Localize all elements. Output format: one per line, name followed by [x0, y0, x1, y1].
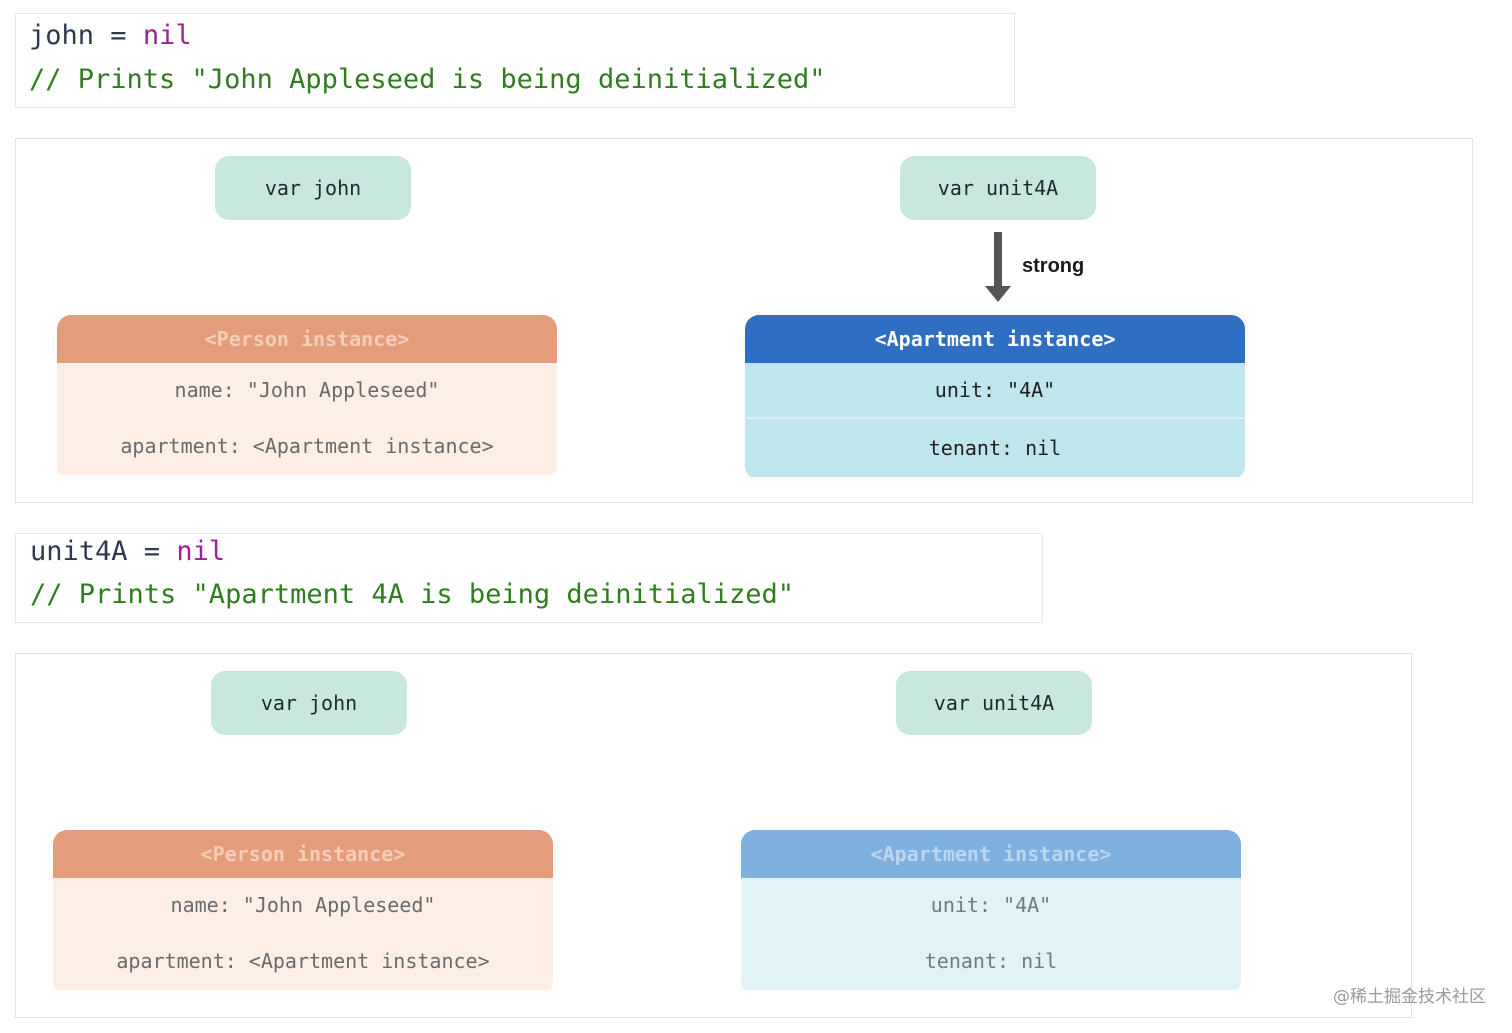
strong-reference-arrow: [985, 232, 1011, 302]
code-snippet-1: john = nil // Prints "John Appleseed is …: [15, 13, 1015, 108]
code-nil-keyword: nil: [142, 20, 192, 51]
apartment-instance-body: unit: "4A" tenant: nil: [745, 363, 1245, 477]
var-unit4a-pill: var unit4A: [896, 671, 1092, 735]
strong-reference-label: strong: [1022, 255, 1085, 277]
apartment-unit-field: unit: "4A": [930, 893, 1052, 917]
person-instance-box: <Person instance> name: "John Appleseed"…: [53, 830, 553, 995]
code-operator: =: [127, 536, 177, 567]
person-instance-body: name: "John Appleseed" apartment: <Apart…: [53, 878, 553, 990]
apartment-instance-title: <Apartment instance>: [741, 830, 1241, 878]
person-apartment-field: apartment: <Apartment instance>: [120, 434, 494, 458]
apartment-instance-box: <Apartment instance> unit: "4A" tenant: …: [745, 315, 1245, 480]
apartment-unit-field: unit: "4A": [745, 363, 1245, 419]
person-instance-body: name: "John Appleseed" apartment: <Apart…: [57, 363, 557, 475]
apartment-instance-box-deallocated: <Apartment instance> unit: "4A" tenant: …: [741, 830, 1241, 995]
var-john-pill: var john: [211, 671, 407, 735]
person-instance-title: <Person instance>: [57, 315, 557, 363]
person-instance-box: <Person instance> name: "John Appleseed"…: [57, 315, 557, 480]
code-comment: // Prints "Apartment 4A is being deiniti…: [30, 579, 795, 610]
apartment-instance-body: unit: "4A" tenant: nil: [741, 878, 1241, 990]
code-operator: =: [94, 20, 143, 51]
apartment-tenant-field: tenant: nil: [924, 949, 1058, 973]
var-john-pill: var john: [215, 156, 411, 220]
person-instance-title: <Person instance>: [53, 830, 553, 878]
person-apartment-field: apartment: <Apartment instance>: [116, 949, 490, 973]
person-name-field: name: "John Appleseed": [170, 893, 436, 917]
apartment-tenant-field: tenant: nil: [928, 436, 1062, 460]
code-target: unit4A: [30, 536, 128, 567]
code-comment: // Prints "John Appleseed is being deini…: [29, 64, 826, 95]
diagram-panel-1: var john var unit4A strong <Person insta…: [15, 138, 1473, 503]
code-nil-keyword: nil: [176, 536, 226, 567]
var-unit4a-pill: var unit4A: [900, 156, 1096, 220]
apartment-instance-title: <Apartment instance>: [745, 315, 1245, 363]
person-name-field: name: "John Appleseed": [174, 378, 440, 402]
code-line-assign-john: john = nil: [29, 20, 192, 52]
watermark: @稀土掘金技术社区: [1333, 987, 1486, 1007]
code-target: john: [29, 20, 95, 51]
code-line-assign-unit4a: unit4A = nil: [30, 536, 225, 568]
diagram-panel-2: var john var unit4A <Person instance> na…: [15, 653, 1412, 1018]
code-snippet-2: unit4A = nil // Prints "Apartment 4A is …: [15, 533, 1043, 623]
